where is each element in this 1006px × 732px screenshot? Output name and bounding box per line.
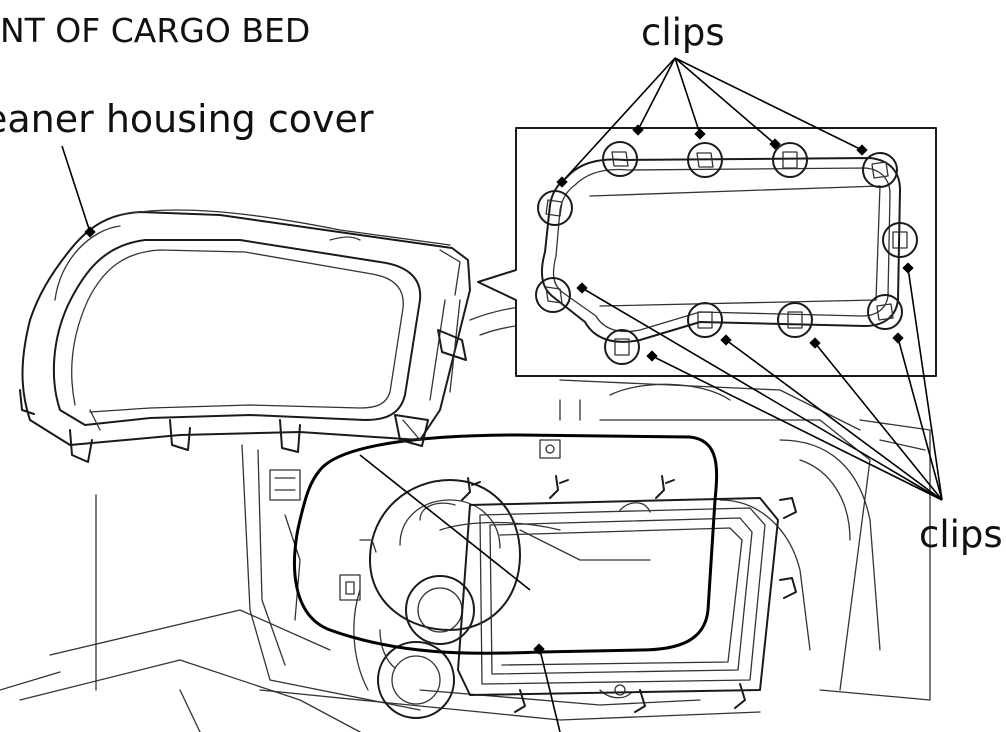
housing-diagonal-line [359,454,531,591]
housing-highlight-outline [292,433,719,655]
right-clips-leaders [576,262,943,501]
inset-clip [772,142,808,178]
inset-clip [882,222,918,258]
inset-detail-box [477,127,937,377]
inset-clip [602,141,638,177]
housing-cover-drawing [19,209,471,463]
inset-clip [777,302,813,338]
title-label: ONT OF CARGO BED [0,11,311,50]
housing-cover-label: eaner housing cover [0,97,374,141]
engine-compartment-drawing [0,304,931,732]
top-clips-leaders [556,57,868,188]
clips-label-right: clips [919,513,1003,556]
inset-clip [537,190,573,226]
air-cleaner-housing-drawing [339,475,797,719]
inset-clip [535,277,571,313]
cover-leader-line [61,145,91,233]
inset-clip [867,294,903,330]
inset-clip [687,142,723,178]
clips-label-top: clips [641,11,725,54]
inset-clip [862,152,898,188]
housing-leader-dot [533,643,545,655]
inset-clip [604,329,640,365]
housing-leader-bottom [539,649,561,732]
inset-clips [535,141,918,365]
inset-clip [687,302,723,338]
